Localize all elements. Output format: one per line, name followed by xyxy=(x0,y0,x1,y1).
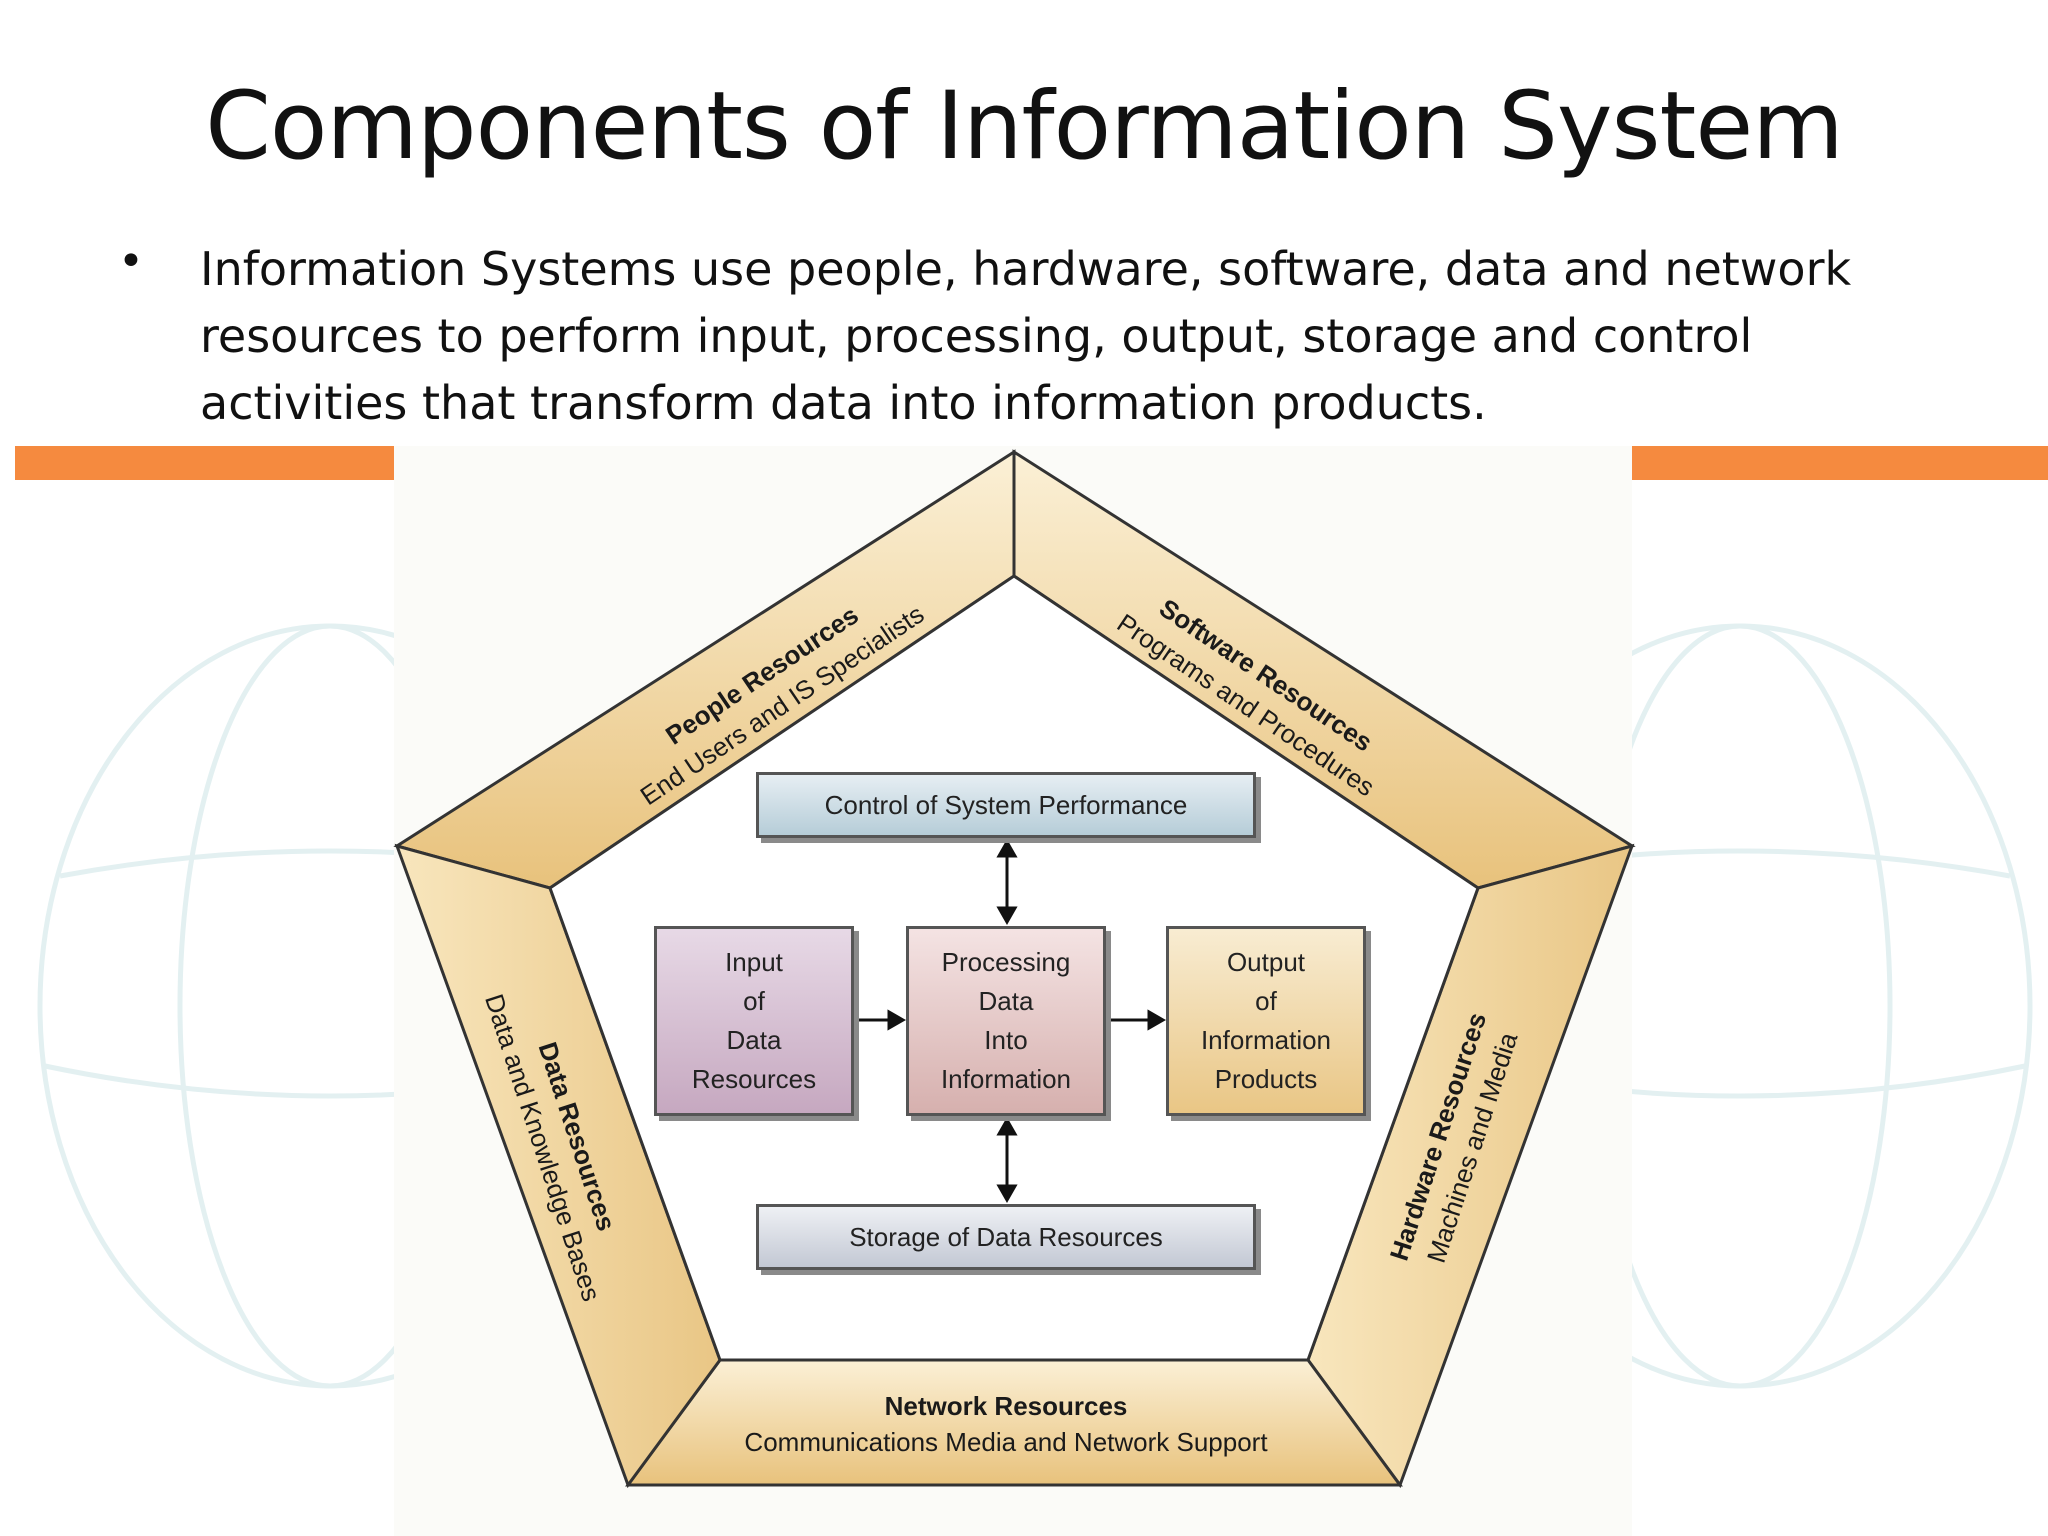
storage-box-label: Storage of Data Resources xyxy=(849,1221,1163,1252)
arrowhead-processing-up xyxy=(996,906,1018,926)
control-box-label: Control of System Performance xyxy=(824,789,1188,820)
arrowhead-input-to-processing xyxy=(887,1009,907,1031)
flow-arrows xyxy=(856,838,1167,1204)
accent-bar-right xyxy=(1632,446,2048,480)
arrowhead-storage-up xyxy=(996,1184,1018,1204)
arrowhead-processing-to-output xyxy=(1147,1009,1167,1031)
processing-data-box: Processing Data Into Information xyxy=(906,926,1106,1116)
arrowhead-control-up xyxy=(996,838,1018,858)
input-box-label: Input of Data Resources xyxy=(691,947,817,1094)
network-resources-subtitle: Communications Media and Network Support xyxy=(744,1427,1268,1457)
input-of-data-resources-box: Input of Data Resources xyxy=(654,926,854,1116)
arrowhead-processing-down xyxy=(996,1116,1018,1136)
accent-bar-left xyxy=(15,446,395,480)
bullet-dot: • xyxy=(118,236,144,287)
control-of-system-performance-box: Control of System Performance xyxy=(756,772,1256,838)
label-network-resources: Network Resources Communications Media a… xyxy=(744,1388,1267,1460)
slide-title: Components of Information System xyxy=(205,72,1844,181)
bullet-text: Information Systems use people, hardware… xyxy=(200,242,1852,430)
network-resources-title: Network Resources xyxy=(884,1391,1128,1421)
output-of-information-products-box: Output of Information Products xyxy=(1166,926,1366,1116)
background-globe-watermark xyxy=(37,623,2033,1389)
storage-of-data-resources-box: Storage of Data Resources xyxy=(756,1204,1256,1270)
output-box-label: Output of Information Products xyxy=(1200,947,1332,1094)
processing-box-label: Processing Data Into Information xyxy=(940,947,1072,1094)
